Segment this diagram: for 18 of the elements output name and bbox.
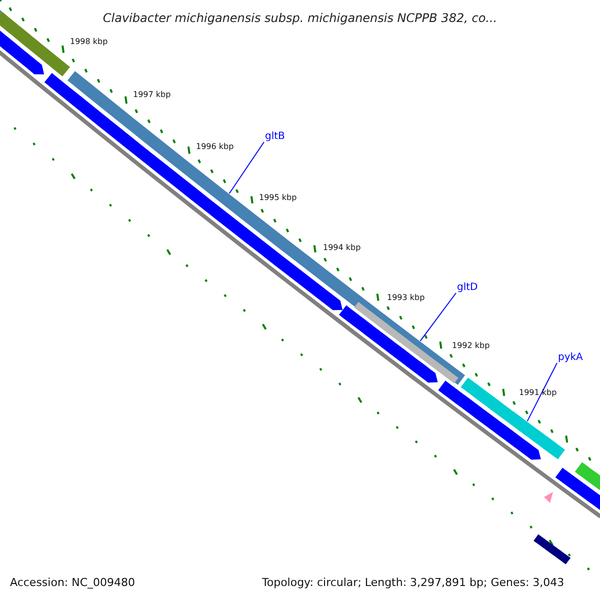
leader-line: [420, 292, 456, 342]
position-label: 1994 kbp: [323, 244, 361, 252]
map-title: Clavibacter michiganensis subsp. michiganensis NCPPB 382, co...: [102, 12, 498, 24]
position-label: 1997 kbp: [133, 91, 171, 99]
gene-label: gltB: [265, 132, 285, 142]
position-label: 1992 kbp: [452, 342, 490, 350]
position-label: 1991 kbp: [519, 389, 557, 397]
gene-label: gltD: [457, 283, 478, 293]
position-label: 1998 kbp: [70, 38, 108, 46]
gene-bar: [460, 378, 565, 460]
position-label: 1995 kbp: [259, 194, 297, 202]
position-label: 1996 kbp: [196, 143, 234, 151]
accession-label: Accession: NC_009480: [10, 577, 136, 588]
gene-label: pykA: [558, 353, 583, 363]
genome-stats-label: Topology: circular; Length: 3,297,891 bp; Genes: 3,043: [262, 577, 564, 588]
position-label: 1993 kbp: [387, 294, 425, 302]
leader-line: [526, 362, 558, 422]
leader-line: [228, 142, 264, 194]
